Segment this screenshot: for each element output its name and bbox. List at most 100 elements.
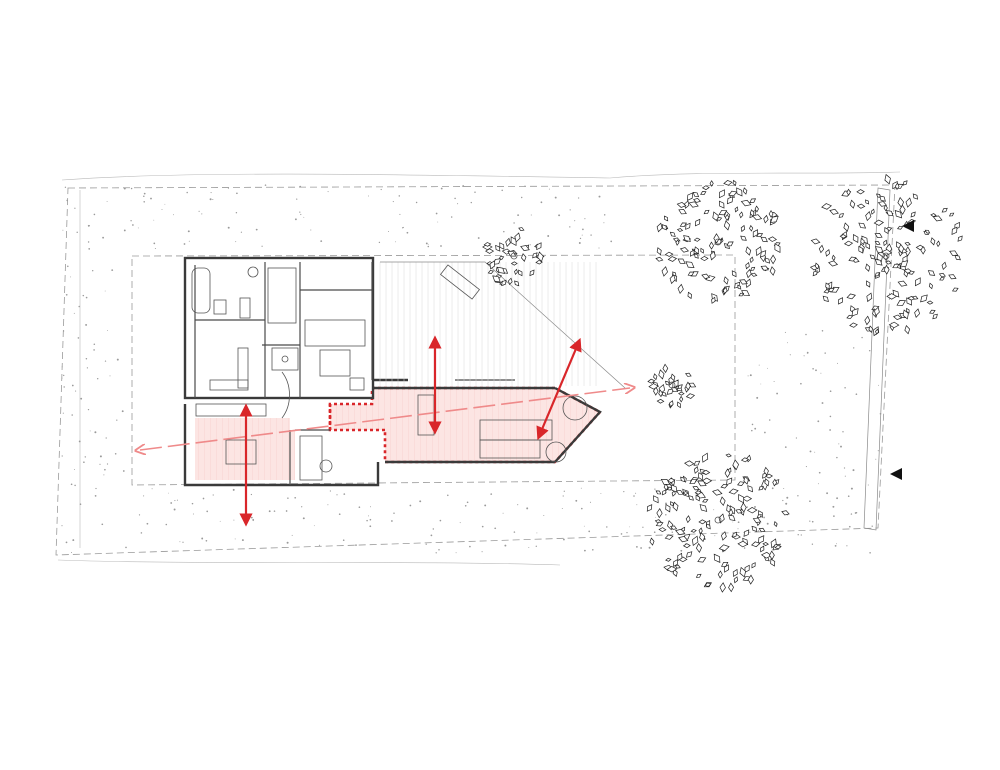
tree-leaf	[740, 235, 747, 241]
tree-leaf	[740, 502, 747, 513]
tree-leaf	[655, 521, 664, 527]
gravel-dot	[829, 429, 831, 431]
tree-leaf	[749, 209, 755, 217]
tree-leaf	[858, 222, 867, 229]
tree-leaf	[894, 182, 900, 191]
gravel-dot	[590, 234, 592, 236]
gravel-dot	[99, 455, 102, 458]
tree-leaf	[874, 258, 883, 266]
gravel-dot	[439, 519, 442, 522]
gravel-dot	[469, 545, 471, 548]
gravel-dot	[66, 199, 69, 202]
tree-leaf	[720, 531, 727, 541]
gravel-dot	[879, 412, 882, 415]
tree-leaf	[701, 185, 710, 191]
gravel-dot	[530, 214, 532, 216]
tree-leaf	[702, 498, 709, 503]
gravel-dot	[106, 463, 109, 465]
gravel-dot	[629, 526, 631, 528]
gravel-dot	[252, 518, 255, 521]
gravel-dot	[116, 358, 119, 361]
tree-leaf	[723, 220, 731, 231]
tree-leaf	[739, 279, 748, 285]
gravel-dot	[164, 203, 166, 205]
tree-leaf	[682, 491, 689, 495]
gravel-dot	[846, 545, 848, 547]
tree-leaf	[764, 257, 771, 264]
gravel-dot	[838, 443, 840, 445]
tree-leaf	[679, 247, 690, 253]
gravel-dot	[563, 490, 565, 492]
gravel-dot	[484, 504, 487, 507]
gravel-dot	[836, 362, 839, 364]
gravel-dot	[714, 535, 716, 537]
tree-leaf	[695, 573, 702, 578]
gravel-dot	[610, 240, 613, 243]
tree-leaf	[487, 270, 494, 274]
tree-leaf	[682, 543, 691, 549]
gravel-dot	[577, 197, 580, 199]
gravel-dot	[427, 243, 429, 245]
gravel-dot	[62, 330, 65, 332]
tree-leaf	[693, 460, 701, 466]
gravel-dot	[583, 525, 585, 527]
gravel-dot	[123, 187, 126, 190]
gravel-dot	[87, 408, 90, 411]
gravel-dot	[789, 354, 791, 356]
tree-leaf	[518, 269, 523, 277]
gravel-dot	[212, 494, 214, 496]
tree-leaf	[520, 245, 530, 251]
gravel-dot	[93, 349, 95, 351]
gravel-dot	[392, 201, 394, 203]
tree-leaf	[728, 514, 736, 522]
tree-leaf	[723, 276, 729, 285]
tree-leaf	[678, 391, 685, 396]
tree-leaf	[865, 263, 871, 272]
gravel-dot	[680, 549, 683, 552]
tree-leaf	[489, 260, 496, 270]
gravel-dot	[67, 265, 69, 268]
tree-leaf	[905, 197, 912, 208]
gravel-dot	[94, 431, 97, 434]
gravel-dot	[62, 412, 64, 414]
gravel-dot	[415, 201, 418, 204]
tree-leaf	[906, 297, 912, 306]
gravel-dot	[477, 237, 480, 239]
tree-leaf	[732, 531, 737, 538]
tree-leaf	[719, 496, 726, 507]
tree-leaf	[674, 564, 681, 569]
tree-leaf	[687, 291, 692, 300]
gravel-dot	[370, 506, 371, 508]
tree-leaf	[772, 478, 778, 487]
gravel-dot	[562, 495, 564, 497]
gravel-dot	[578, 242, 581, 244]
tree-leaf	[906, 307, 910, 314]
gravel-dot	[833, 515, 835, 517]
tree-leaf	[951, 226, 958, 235]
gravel-dot	[268, 510, 271, 513]
gravel-dot	[425, 242, 428, 245]
shrub-east	[647, 363, 697, 409]
section-markers	[890, 220, 914, 480]
gravel-dot	[834, 544, 837, 547]
arrow-garden-diagonal	[536, 337, 582, 441]
gravel-dot	[767, 367, 768, 369]
tree-leaf	[535, 259, 543, 265]
gravel-dot	[125, 546, 127, 549]
tree-leaf	[838, 297, 843, 305]
gravel-dot	[648, 546, 651, 549]
tree-leaf	[646, 504, 653, 512]
tree-leaf	[653, 386, 659, 396]
gravel-dot	[756, 396, 759, 399]
tree-leaf	[843, 240, 854, 247]
tree-leaf	[724, 213, 730, 222]
gravel-dot	[368, 195, 369, 197]
tree-leaf	[874, 272, 880, 277]
gravel-dot	[201, 537, 204, 540]
gravel-dot	[85, 296, 88, 299]
gravel-dot	[635, 545, 638, 548]
tree-leaf	[514, 280, 520, 287]
tree-leaf	[839, 234, 847, 239]
tree-leaf	[683, 235, 691, 242]
